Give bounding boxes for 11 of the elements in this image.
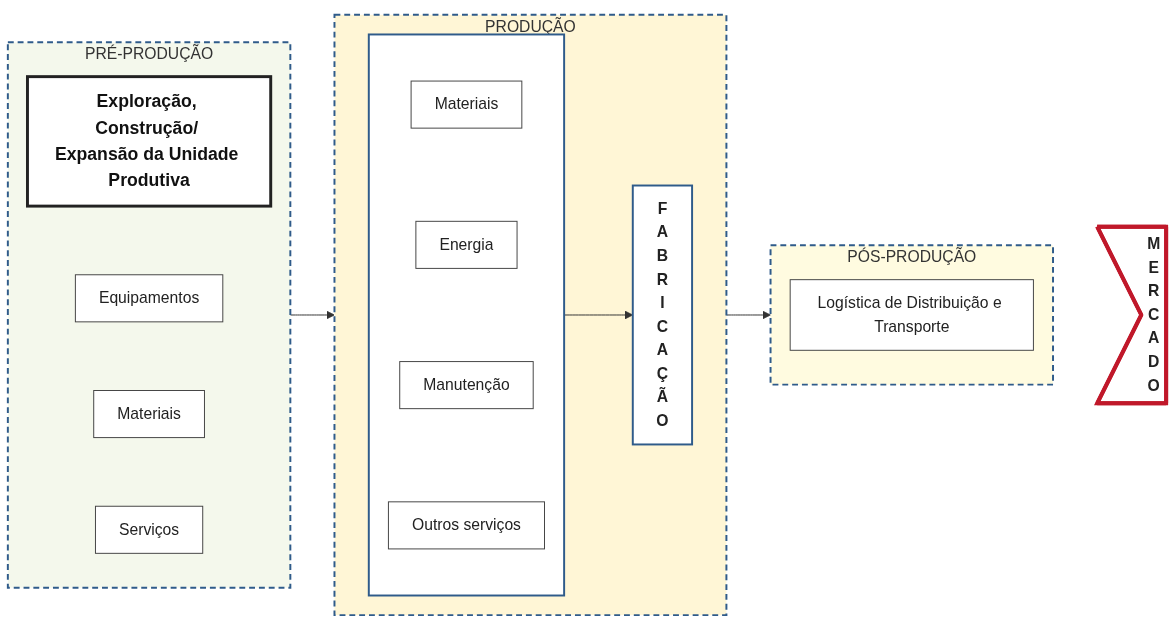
node-box: Logística de Distribuição e Transporte xyxy=(789,279,1034,351)
node-box: Manutenção xyxy=(399,361,534,410)
node-box: Energia xyxy=(415,220,518,269)
node-box: Exploração, Construção/ Expansão da Unidade Produtiva xyxy=(26,75,273,208)
node-box: Serviços xyxy=(94,505,204,554)
cluster xyxy=(367,33,566,597)
node-box: Equipamentos xyxy=(74,274,224,323)
node-box: Materiais xyxy=(93,390,205,439)
node-box: Materiais xyxy=(410,80,523,129)
node-box: Outros serviços xyxy=(387,501,545,550)
node-box: FABRICAÇÃO xyxy=(631,184,694,446)
